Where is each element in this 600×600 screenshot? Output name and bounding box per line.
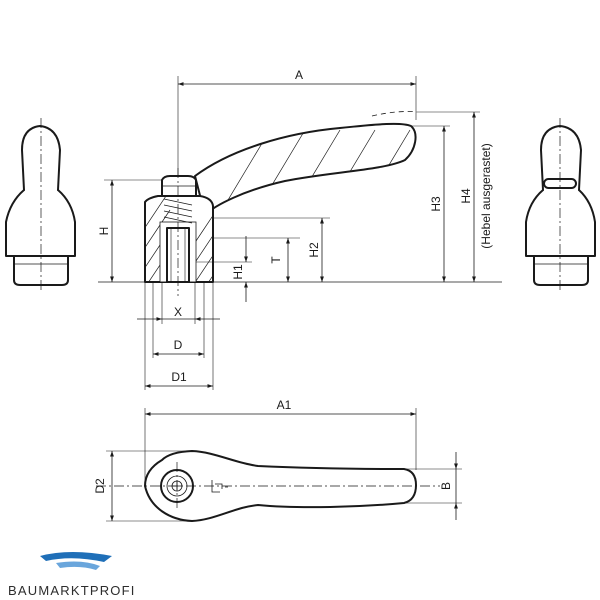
dim-h4-label: H4 xyxy=(459,188,473,204)
dim-d-label: D xyxy=(174,338,183,352)
dim-a-label: A xyxy=(295,68,303,82)
dim-t-label: T xyxy=(269,256,283,264)
dim-h2-label: H2 xyxy=(307,242,321,258)
dim-x-label: X xyxy=(174,305,182,319)
dim-h-label: H xyxy=(97,227,111,236)
dim-h3-label: H3 xyxy=(429,196,443,212)
dim-h4-note: (Hebel ausgerastet) xyxy=(479,143,493,248)
brand-name: BAUMARKTPROFI xyxy=(8,583,136,598)
right-side-view xyxy=(525,118,596,292)
left-side-view xyxy=(5,118,76,292)
top-dimensions: A1 D2 B xyxy=(93,398,462,522)
brand-logo-swoosh xyxy=(40,552,112,562)
top-view xyxy=(96,450,440,522)
dim-a1-label: A1 xyxy=(277,398,292,412)
brand-logo: BAUMARKTPROFI xyxy=(8,552,136,598)
dim-h1-label: H1 xyxy=(231,264,245,280)
lever-body xyxy=(194,122,417,216)
dim-b-label: B xyxy=(439,482,453,490)
front-dimensions: A H H2 T H1 H3 H4 (Hebel ausgerastet) xyxy=(97,68,493,390)
dim-d1-label: D1 xyxy=(171,370,187,384)
front-section-view xyxy=(98,111,502,296)
dim-d2-label: D2 xyxy=(93,478,107,494)
